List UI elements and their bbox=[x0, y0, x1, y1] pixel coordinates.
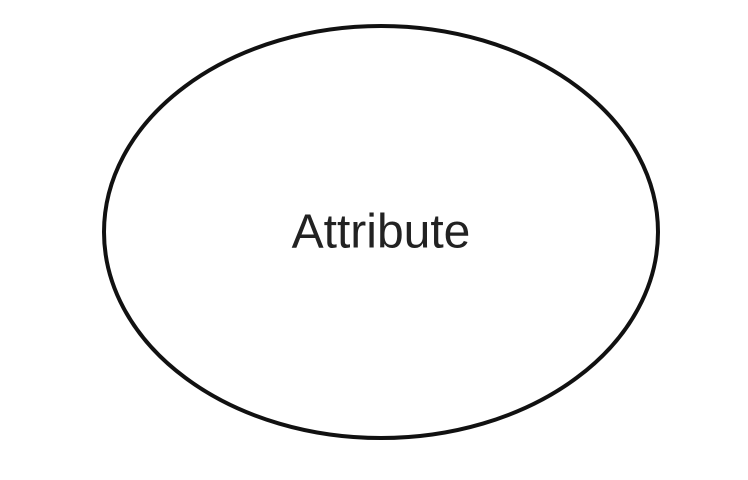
attribute-ellipse bbox=[102, 24, 660, 440]
attribute-label: Attribute bbox=[292, 206, 471, 259]
attribute-node[interactable]: Attribute bbox=[102, 24, 660, 440]
